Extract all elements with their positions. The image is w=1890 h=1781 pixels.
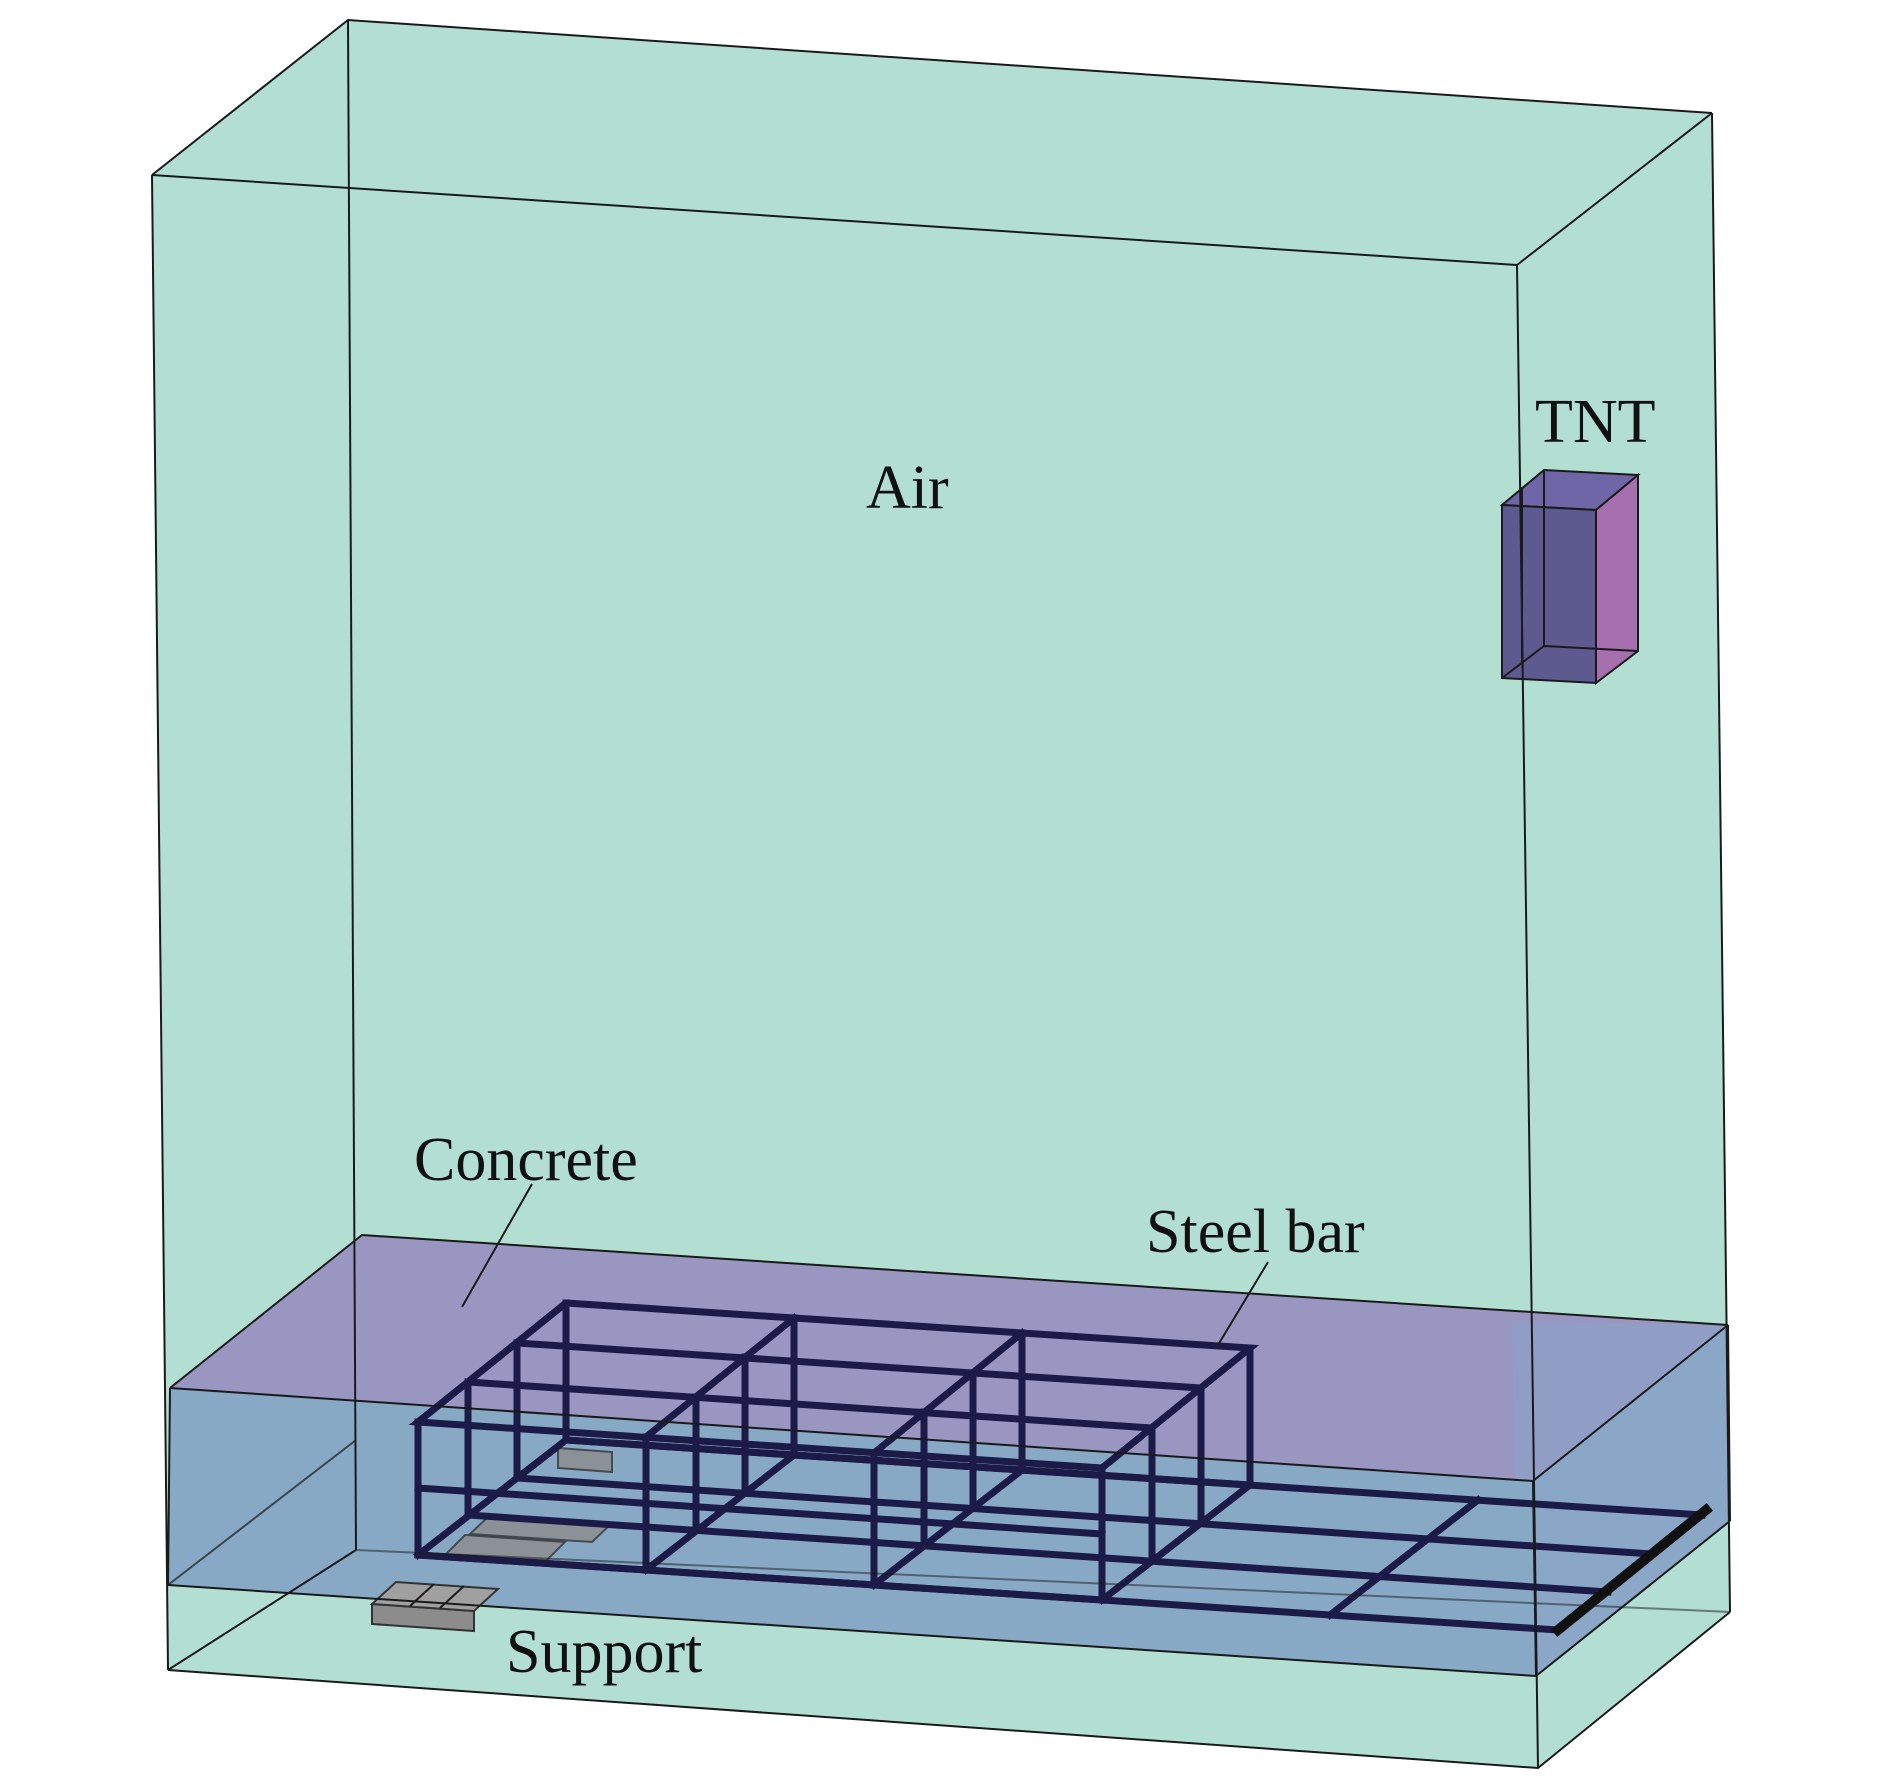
support-block-top bbox=[369, 1580, 501, 1613]
support-block-back bbox=[557, 1446, 613, 1474]
steel-top-longitudinal bbox=[464, 1339, 1205, 1432]
steel-bottom-mesh-longitudinal bbox=[414, 1436, 1706, 1634]
support bbox=[369, 1446, 615, 1633]
tnt-front-face bbox=[1501, 503, 1597, 685]
steel-bar-leader-line bbox=[1217, 1261, 1269, 1346]
steel-back-lower-edge bbox=[562, 1436, 1254, 1489]
steel-back-posts bbox=[562, 1299, 1254, 1489]
air-label: Air bbox=[866, 454, 949, 522]
concrete-top-face bbox=[170, 1235, 1728, 1481]
steel-bar-cage bbox=[408, 1299, 1714, 1638]
steel-bottom-mid-bars bbox=[414, 1484, 1106, 1538]
tnt-right-face bbox=[1595, 472, 1639, 686]
steel-bottom-end-rail bbox=[1550, 1502, 1714, 1638]
concrete-back-tint bbox=[1512, 1322, 1728, 1481]
tnt-charge bbox=[1499, 468, 1641, 686]
air-domain-edges bbox=[151, 18, 1731, 1770]
steel-bottom-mesh-transverse bbox=[413, 1435, 1483, 1620]
steel-bar-label: Steel bar bbox=[1146, 1198, 1365, 1266]
steel-mid-posts bbox=[464, 1339, 1205, 1564]
support-label: Support bbox=[506, 1618, 702, 1686]
concrete-leader-line bbox=[461, 1183, 533, 1308]
concrete-label: Concrete bbox=[414, 1126, 638, 1194]
tnt-label: TNT bbox=[1535, 388, 1656, 456]
steel-top-transverse bbox=[641, 1313, 1027, 1458]
